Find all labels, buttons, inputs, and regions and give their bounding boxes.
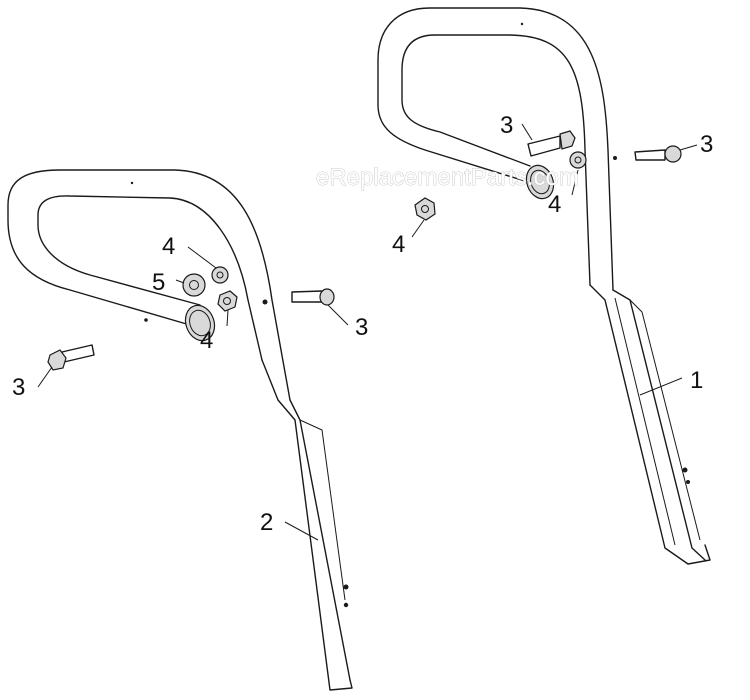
nut-left-lower	[217, 290, 238, 312]
callout-4-left-lower: 4	[200, 327, 213, 354]
bolt-upper-right	[527, 130, 576, 157]
bolt-left-center	[291, 288, 335, 306]
callout-4-right: 4	[548, 191, 561, 218]
callout-3-far-left: 3	[12, 374, 25, 401]
washer-left	[182, 273, 206, 297]
callout-4-left-upper: 4	[162, 233, 175, 260]
bolt-far-right	[634, 145, 682, 163]
callout-3-far-right: 3	[700, 131, 713, 158]
callout-3-left-center: 3	[355, 314, 368, 341]
callout-2: 2	[260, 509, 273, 536]
callout-3-upper: 3	[500, 112, 513, 139]
callout-1: 1	[690, 367, 703, 394]
nut-right-small	[569, 151, 587, 169]
right-handle-part-1	[377, 7, 711, 565]
callout-5: 5	[152, 269, 165, 296]
left-handle-part-2	[7, 169, 353, 691]
watermark: eReplacementParts.com	[316, 164, 579, 191]
leader-lines	[37, 123, 698, 541]
bolt-far-left	[47, 344, 95, 371]
nut-right-hex	[414, 197, 436, 221]
callout-4-right-hex: 4	[392, 231, 405, 258]
nut-left-upper	[211, 266, 229, 284]
